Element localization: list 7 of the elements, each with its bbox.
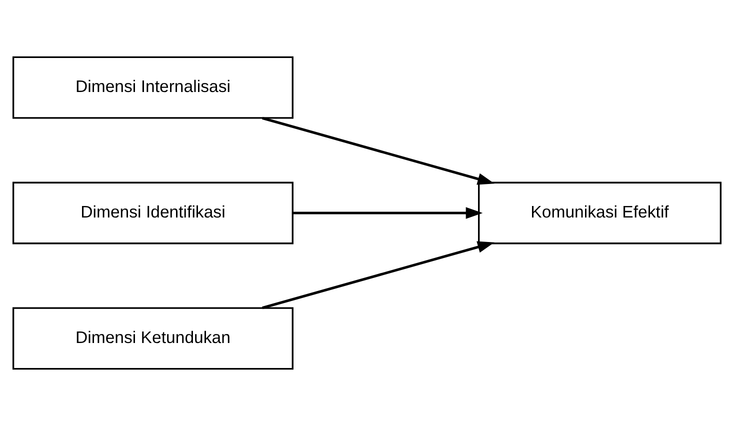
arrow [293, 206, 483, 218]
arrow [262, 116, 494, 184]
node-box: Dimensi Internalisasi [12, 56, 294, 118]
arrow [262, 240, 494, 309]
node-box: Dimensi Ketundukan [12, 306, 294, 370]
node-box: Komunikasi Efektif [478, 181, 722, 244]
node-box: Dimensi Identifikasi [12, 181, 294, 244]
